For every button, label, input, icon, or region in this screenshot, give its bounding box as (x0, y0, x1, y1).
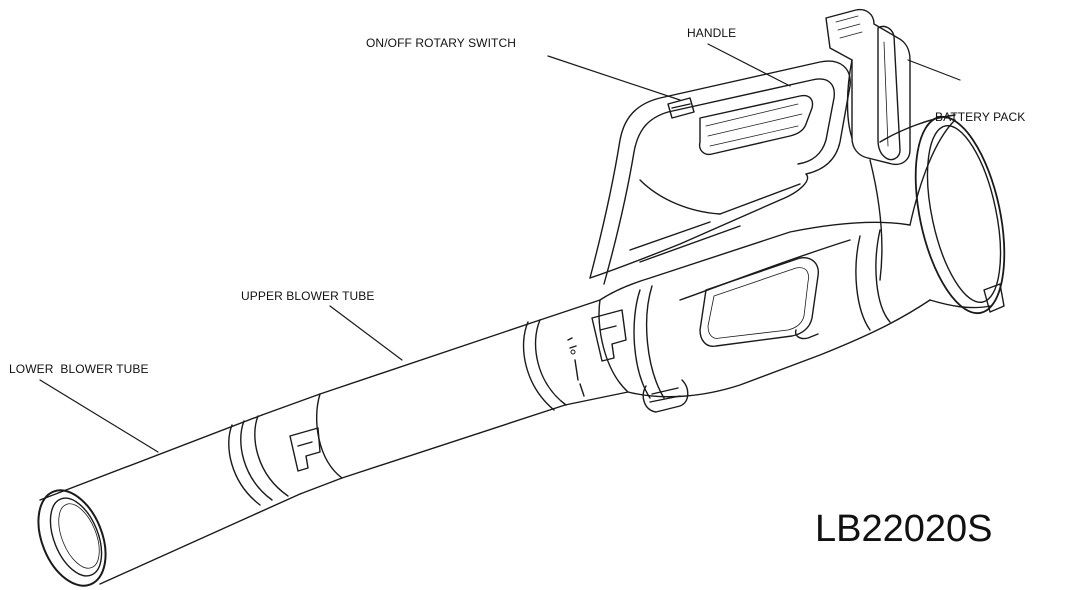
blower-body (599, 221, 931, 413)
leader-handle (707, 43, 791, 87)
label-battery-pack: BATTERY PACK (935, 110, 1026, 124)
leader-upper-tube (329, 305, 403, 361)
rear-housing (869, 114, 1006, 315)
battery-pack (825, 8, 911, 166)
label-lower-blower-tube: LOWER BLOWER TUBE (9, 362, 149, 376)
leader-lines (39, 43, 961, 453)
leader-lower-tube (39, 379, 159, 453)
upper-blower-tube (319, 299, 629, 479)
leader-onoff-switch (547, 55, 681, 101)
lower-blower-tube (37, 393, 343, 587)
label-upper-blower-tube: UPPER BLOWER TUBE (241, 289, 375, 303)
handle (589, 60, 851, 285)
label-handle: HANDLE (687, 26, 737, 40)
model-number: LB22020S (815, 508, 993, 550)
leader-battery-pack (907, 59, 961, 81)
label-onoff-rotary-switch: ON/OFF ROTARY SWITCH (366, 36, 517, 50)
